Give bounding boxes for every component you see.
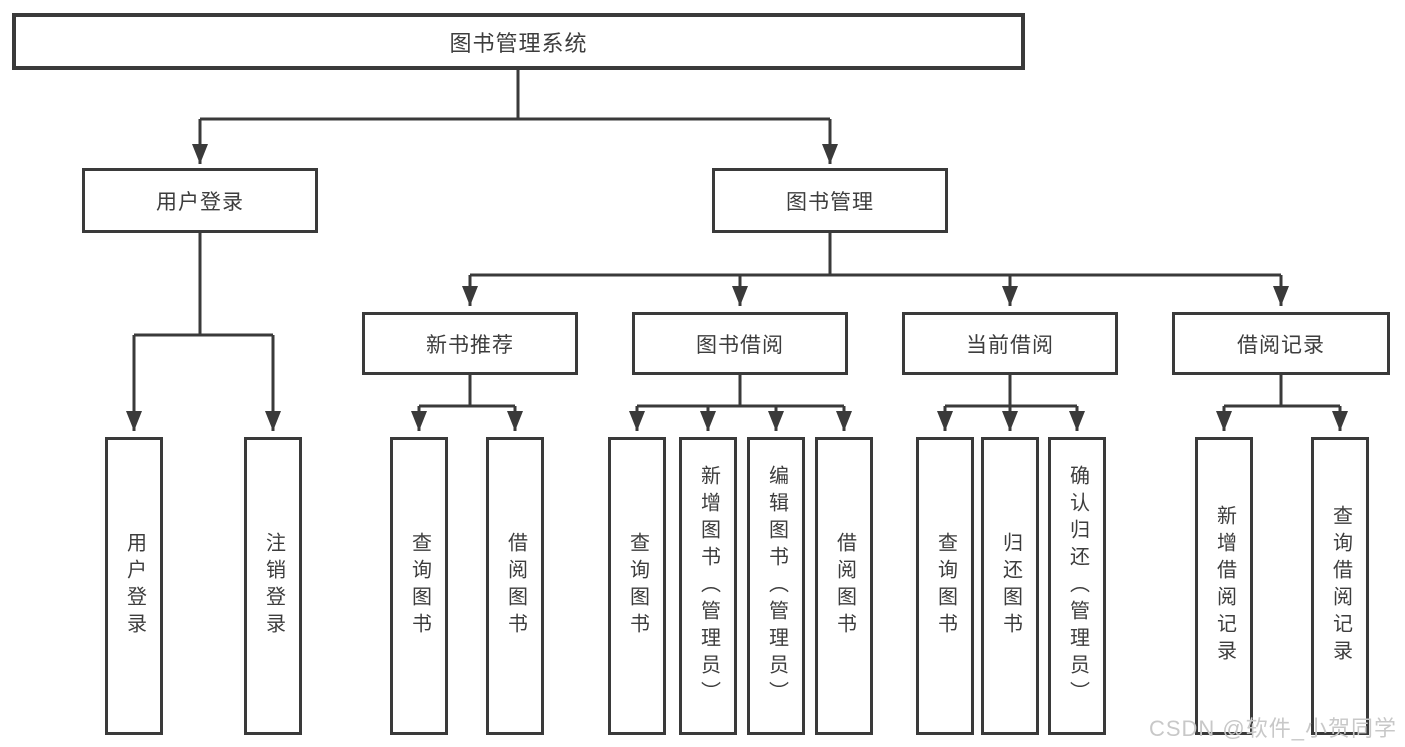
node-label: 归还图书 — [999, 532, 1022, 640]
leaf-borrow-add-books-admin: 新增图书（管理员） — [679, 437, 737, 735]
node-label: 借阅记录 — [1237, 333, 1325, 357]
leaf-logout: 注销登录 — [244, 437, 302, 735]
node-label: 查询图书 — [934, 532, 957, 640]
node-label: 注销登录 — [262, 532, 285, 640]
node-label: 查询借阅记录 — [1329, 505, 1352, 667]
leaf-borrow-query-books: 查询图书 — [608, 437, 666, 735]
leaf-current-confirm-return-admin: 确认归还（管理员） — [1048, 437, 1106, 735]
csdn-watermark: CSDN @软件_小贺同学 — [1148, 716, 1397, 741]
node-label: 图书管理 — [786, 190, 874, 214]
node-label: 查询图书 — [408, 532, 431, 640]
node-new-book-recommendation: 新书推荐 — [362, 312, 578, 375]
node-label: 当前借阅 — [966, 333, 1054, 357]
node-borrowing-records: 借阅记录 — [1172, 312, 1390, 375]
leaf-current-query-books: 查询图书 — [916, 437, 974, 735]
leaf-borrow-edit-books-admin: 编辑图书（管理员） — [747, 437, 805, 735]
node-label: 新增图书（管理员） — [697, 464, 720, 708]
node-label: 借阅图书 — [833, 532, 856, 640]
node-label: 编辑图书（管理员） — [765, 464, 788, 708]
node-label: 确认归还（管理员） — [1066, 464, 1089, 708]
leaf-records-query-record: 查询借阅记录 — [1311, 437, 1369, 735]
leaf-records-add-record: 新增借阅记录 — [1195, 437, 1253, 735]
node-label: 新书推荐 — [426, 333, 514, 357]
node-label: 新增借阅记录 — [1213, 505, 1236, 667]
leaf-borrow-borrow-books: 借阅图书 — [815, 437, 873, 735]
node-book-management: 图书管理 — [712, 168, 948, 233]
node-label: 图书借阅 — [696, 333, 784, 357]
leaf-newbook-borrow-books: 借阅图书 — [486, 437, 544, 735]
node-label: 借阅图书 — [504, 532, 527, 640]
node-label: 查询图书 — [626, 532, 649, 640]
leaf-current-return-books: 归还图书 — [981, 437, 1039, 735]
node-label: 图书管理系统 — [449, 30, 588, 56]
node-library-management-system: 图书管理系统 — [12, 13, 1025, 70]
leaf-newbook-query-books: 查询图书 — [390, 437, 448, 735]
node-label: 用户登录 — [123, 532, 146, 640]
node-label: 用户登录 — [156, 190, 244, 214]
node-book-borrowing: 图书借阅 — [632, 312, 848, 375]
node-current-borrowing: 当前借阅 — [902, 312, 1118, 375]
leaf-user-login: 用户登录 — [105, 437, 163, 735]
node-user-login: 用户登录 — [82, 168, 318, 233]
